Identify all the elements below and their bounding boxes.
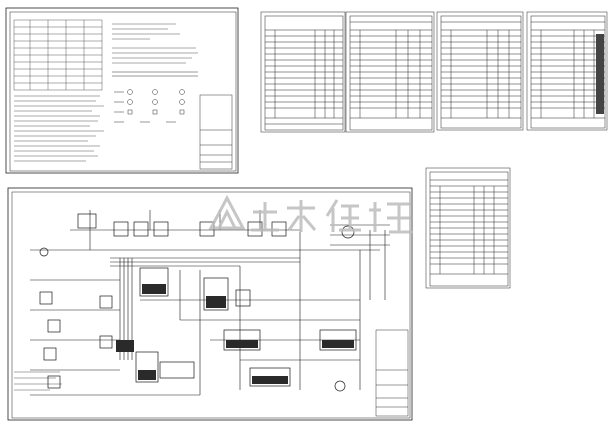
- equipment-list-sheet-1[interactable]: [260, 11, 346, 133]
- process-flow-sheet[interactable]: [7, 187, 413, 421]
- equipment-list-sheet-5[interactable]: [425, 167, 511, 289]
- symbol-legend: [112, 71, 198, 123]
- notes-text-block: [14, 23, 198, 162]
- equipment-list-sheet-3[interactable]: [436, 11, 524, 131]
- pfd-title-block: [375, 329, 409, 417]
- process-equipment: [39, 213, 357, 392]
- title-block: [199, 94, 233, 170]
- equipment-list-sheet-2[interactable]: [345, 11, 435, 133]
- pfd-notes-margin: [14, 371, 62, 391]
- process-fills: [116, 284, 354, 384]
- equipment-list-sheet-4[interactable]: [526, 11, 608, 131]
- notes-sheet[interactable]: [5, 7, 239, 174]
- notes-table: [13, 19, 103, 91]
